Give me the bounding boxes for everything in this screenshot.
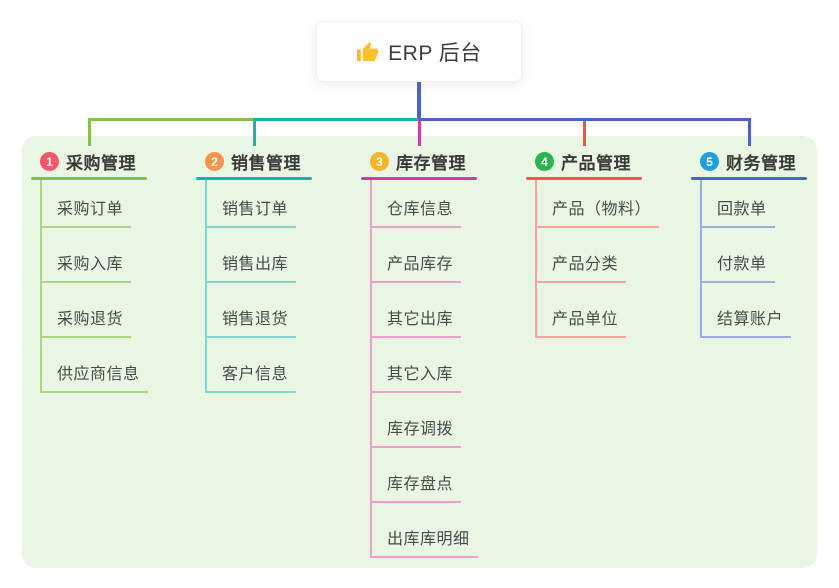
child-label: 产品库存: [387, 256, 454, 273]
child-node[interactable]: 产品（物料）: [537, 180, 660, 228]
child-node[interactable]: 付款单: [702, 228, 775, 283]
child-node[interactable]: 销售出库: [207, 228, 297, 283]
branch-underline: [691, 177, 807, 180]
branch-connector-drop: [418, 118, 421, 146]
child-label: 回款单: [717, 201, 767, 218]
branch-number-badge: 4: [535, 152, 554, 171]
branch-number-badge: 1: [40, 152, 59, 171]
child-node[interactable]: 库存调拨: [372, 393, 462, 448]
child-node[interactable]: 其它入库: [372, 338, 462, 393]
child-label: 采购入库: [57, 256, 124, 273]
child-label: 付款单: [717, 256, 767, 273]
child-node[interactable]: 回款单: [702, 180, 775, 228]
branch: 4 产品管理 产品（物料） 产品分类产品单位: [526, 146, 660, 338]
branch-header[interactable]: 2 销售管理: [196, 146, 312, 177]
branch-children: 采购订单采购入库采购退货供应商信息: [40, 180, 148, 393]
child-node[interactable]: 客户信息: [207, 338, 297, 393]
branch-children: 销售订单销售出库销售退货客户信息: [205, 180, 312, 393]
branch-children: 产品（物料） 产品分类产品单位: [535, 180, 660, 338]
branch: 5 财务管理 回款单付款单结算账户: [691, 146, 807, 338]
child-label: 库存调拨: [387, 421, 454, 438]
child-node[interactable]: 产品分类: [537, 228, 627, 283]
child-node[interactable]: 采购入库: [42, 228, 132, 283]
branch-number-badge: 3: [370, 152, 389, 171]
branch: 3 库存管理 仓库信息产品库存其它出库其它入库库存调拨库存盘点出库库明细: [361, 146, 478, 558]
branch-title: 库存管理: [396, 154, 466, 173]
branch-number-badge: 2: [205, 152, 224, 171]
branch-title: 财务管理: [726, 154, 796, 173]
child-label: 产品分类: [552, 256, 619, 273]
branch-underline: [361, 177, 477, 180]
root-label: ERP 后台: [388, 41, 482, 65]
child-label: 销售出库: [222, 256, 289, 273]
branch-panel: [22, 136, 817, 568]
branch: 2 销售管理 销售订单销售出库销售退货客户信息: [196, 146, 312, 393]
child-label: 客户信息: [222, 366, 289, 383]
branch-header[interactable]: 5 财务管理: [691, 146, 807, 177]
branch-underline: [526, 177, 642, 180]
child-node[interactable]: 仓库信息: [372, 180, 462, 228]
child-node[interactable]: 其它出库: [372, 283, 462, 338]
child-label: 其它出库: [387, 311, 454, 328]
child-label: 产品（物料）: [552, 201, 652, 218]
child-node[interactable]: 采购退货: [42, 283, 132, 338]
branch-underline: [31, 177, 147, 180]
branch-connector-drop: [748, 118, 751, 146]
branch: 1 采购管理 采购订单采购入库采购退货供应商信息: [31, 146, 148, 393]
child-label: 产品单位: [552, 311, 619, 328]
child-node[interactable]: 采购订单: [42, 180, 132, 228]
child-node[interactable]: 供应商信息: [42, 338, 148, 393]
root-connector-line: [417, 82, 421, 118]
thumbs-up-icon: [356, 41, 379, 64]
child-label: 销售退货: [222, 311, 289, 328]
child-label: 其它入库: [387, 366, 454, 383]
branch-title: 销售管理: [231, 154, 301, 173]
branch-connector-horizontal: [419, 118, 751, 121]
child-node[interactable]: 产品库存: [372, 228, 462, 283]
child-node[interactable]: 销售退货: [207, 283, 297, 338]
child-node[interactable]: 结算账户: [702, 283, 792, 338]
child-label: 库存盘点: [387, 476, 454, 493]
branch-children: 仓库信息产品库存其它出库其它入库库存调拨库存盘点出库库明细: [370, 180, 478, 558]
branch-number-badge: 5: [700, 152, 719, 171]
child-label: 销售订单: [222, 201, 289, 218]
child-label: 仓库信息: [387, 201, 454, 218]
branch-connector-horizontal: [253, 118, 422, 121]
child-label: 结算账户: [717, 311, 784, 328]
child-label: 出库库明细: [387, 531, 470, 548]
branch-connector-drop: [88, 118, 91, 146]
branch-header[interactable]: 4 产品管理: [526, 146, 659, 177]
child-node[interactable]: 库存盘点: [372, 448, 462, 503]
child-label: 采购退货: [57, 311, 124, 328]
child-label: 供应商信息: [57, 366, 140, 383]
child-label: 采购订单: [57, 201, 124, 218]
child-node[interactable]: 产品单位: [537, 283, 627, 338]
branch-header[interactable]: 3 库存管理: [361, 146, 478, 177]
branch-connector-drop: [253, 118, 256, 146]
child-node[interactable]: 出库库明细: [372, 503, 478, 558]
branch-children: 回款单付款单结算账户: [700, 180, 807, 338]
branch-title: 产品管理: [561, 154, 631, 173]
branch-header[interactable]: 1 采购管理: [31, 146, 148, 177]
root-node[interactable]: ERP 后台: [316, 21, 522, 82]
branch-connector-drop: [583, 118, 586, 146]
branch-underline: [196, 177, 312, 180]
branch-title: 采购管理: [66, 154, 136, 173]
child-node[interactable]: 销售订单: [207, 180, 297, 228]
